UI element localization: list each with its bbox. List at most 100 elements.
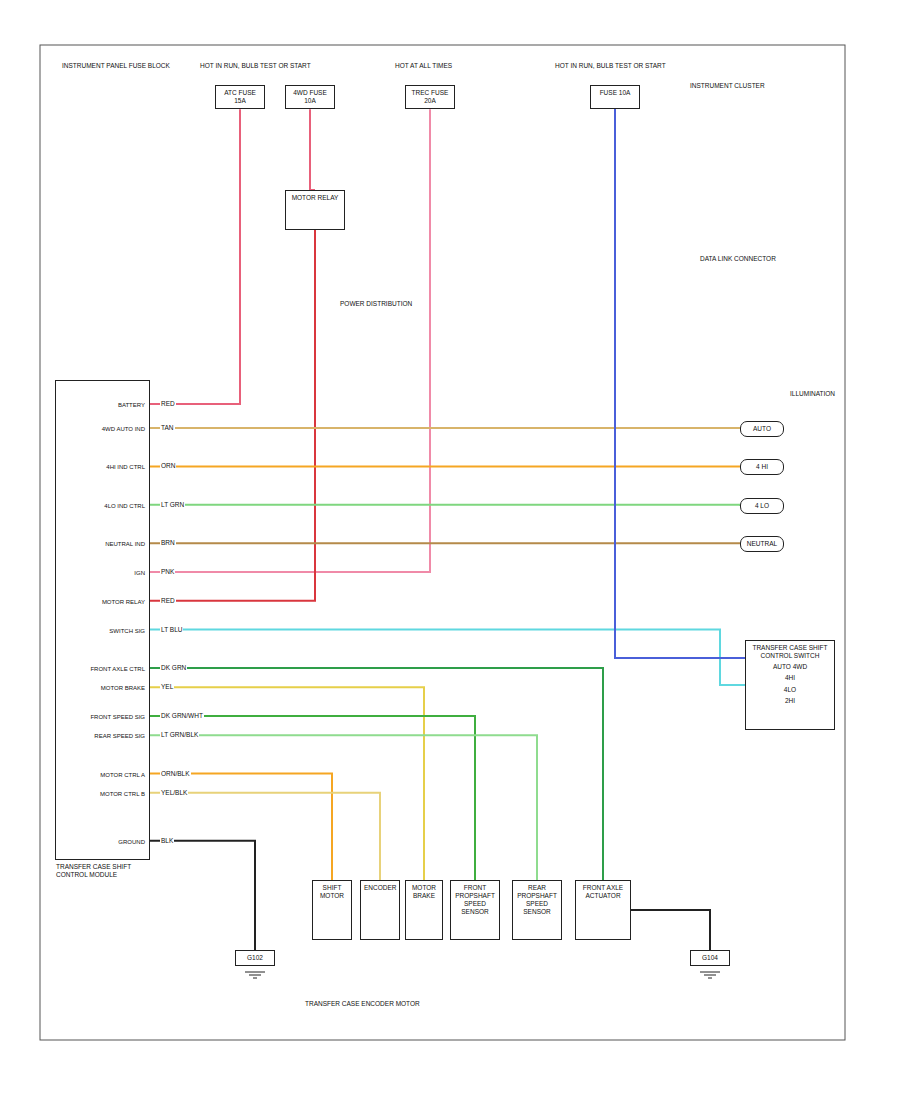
- frame-border: [40, 45, 845, 1040]
- node-text: 2HI: [749, 697, 831, 705]
- wire-color: RED: [160, 400, 176, 408]
- wire-color: ORN/BLK: [160, 770, 191, 778]
- node-title: FRONT AXLE ACTUATOR: [579, 884, 627, 900]
- node-text: AUTO 4WD: [749, 663, 831, 671]
- wire-color: LT GRN: [160, 501, 185, 509]
- indicator-lamp: NEUTRAL: [740, 536, 784, 552]
- node-title: 4WD FUSE 10A: [289, 89, 331, 105]
- wire: [150, 465, 740, 468]
- wire: [150, 716, 475, 880]
- wire: [310, 109, 315, 190]
- pin-name: MOTOR RELAY: [102, 598, 145, 606]
- note-label: TRANSFER CASE ENCODER MOTOR: [305, 1000, 420, 1008]
- node-title: MOTOR RELAY: [289, 194, 341, 202]
- wire: [150, 793, 380, 880]
- wire-color: DK GRN: [160, 664, 187, 672]
- fuse: 4WD FUSE 10A: [285, 85, 335, 109]
- sensor-box: REAR PROPSHAFT SPEED SENSOR: [512, 880, 562, 940]
- node-title: TRANSFER CASE SHIFT CONTROL MODULE: [56, 863, 149, 879]
- ground-symbols: [245, 972, 720, 978]
- note-label: HOT IN RUN, BULB TEST OR START: [200, 62, 311, 70]
- node-title: FUSE 10A: [594, 89, 636, 97]
- pin-name: GROUND: [118, 838, 145, 846]
- wire: [150, 668, 603, 880]
- node-title: G102: [239, 954, 271, 962]
- node-title: SHIFT MOTOR: [316, 884, 348, 900]
- indicator-lamp: 4 LO: [740, 498, 784, 514]
- wire: [150, 230, 315, 601]
- pin-name: NEUTRAL IND: [105, 540, 145, 548]
- node-title: 4 LO: [744, 502, 780, 510]
- pin-name: 4LO IND CTRL: [104, 502, 145, 510]
- fuse: ATC FUSE 15A: [215, 85, 265, 109]
- note-label: ILLUMINATION: [790, 390, 835, 398]
- pin-name: MOTOR CTRL A: [100, 771, 145, 779]
- brake-box: MOTOR BRAKE: [405, 880, 443, 940]
- wire: [150, 841, 255, 950]
- indicator-lamp: 4 HI: [740, 459, 784, 475]
- fuse: TREC FUSE 20A: [405, 85, 455, 109]
- encoder-box: ENCODER: [360, 880, 400, 940]
- node-title: G104: [694, 954, 726, 962]
- note-label: INSTRUMENT PANEL FUSE BLOCK: [62, 62, 170, 70]
- wire-color: BRN: [160, 539, 176, 547]
- wire-color: BLK: [160, 837, 174, 845]
- node-title: REAR PROPSHAFT SPEED SENSOR: [516, 884, 558, 917]
- pin-name: 4WD AUTO IND: [102, 425, 145, 433]
- pin-name: MOTOR BRAKE: [101, 684, 145, 692]
- wire: [150, 774, 332, 880]
- wire: [150, 428, 740, 429]
- wire-color: ORN: [160, 462, 176, 470]
- pin-name: SWITCH SIG: [109, 627, 145, 635]
- indicator-lamp: AUTO: [740, 421, 784, 437]
- node-text: 4LO: [749, 686, 831, 694]
- node-title: FRONT PROPSHAFT SPEED SENSOR: [454, 884, 496, 917]
- wire: [150, 109, 430, 572]
- node-title: MOTOR BRAKE: [409, 884, 439, 900]
- note-label: HOT AT ALL TIMES: [395, 62, 452, 70]
- note-label: POWER DISTRIBUTION: [340, 300, 412, 308]
- motor-box: SHIFT MOTOR: [312, 880, 352, 940]
- node-text: 4HI: [749, 674, 831, 682]
- pin-name: FRONT AXLE CTRL: [90, 665, 145, 673]
- control-module: TRANSFER CASE SHIFT CONTROL MODULEBATTER…: [55, 380, 150, 860]
- wire: [615, 109, 745, 658]
- node-title: NEUTRAL: [744, 540, 780, 548]
- node-title: 4 HI: [744, 463, 780, 471]
- note-label: HOT IN RUN, BULB TEST OR START: [555, 62, 666, 70]
- pin-name: MOTOR CTRL B: [100, 790, 145, 798]
- node-title: ATC FUSE 15A: [219, 89, 261, 105]
- pin-name: BATTERY: [118, 401, 145, 409]
- wire: [631, 910, 710, 950]
- actuator-box: FRONT AXLE ACTUATOR: [575, 880, 631, 940]
- sensor-box: FRONT PROPSHAFT SPEED SENSOR: [450, 880, 500, 940]
- node-title: TRANSFER CASE SHIFT CONTROL SWITCH: [749, 644, 831, 660]
- node-title: ENCODER: [364, 884, 396, 892]
- node-title: AUTO: [744, 425, 780, 433]
- wire-color: YEL: [160, 683, 174, 691]
- wire-color: RED: [160, 597, 176, 605]
- wire-color: LT GRN/BLK: [160, 731, 199, 739]
- wire-color: DK GRN/WHT: [160, 712, 204, 720]
- wire: [150, 542, 740, 545]
- fuse: FUSE 10A: [590, 85, 640, 109]
- wire-color: PNK: [160, 568, 175, 576]
- note-label: INSTRUMENT CLUSTER: [690, 82, 765, 90]
- pin-name: REAR SPEED SIG: [94, 732, 145, 740]
- node-title: TREC FUSE 20A: [409, 89, 451, 105]
- ground-point: G102: [235, 950, 275, 966]
- pin-name: FRONT SPEED SIG: [90, 713, 145, 721]
- pin-name: 4HI IND CTRL: [106, 463, 145, 471]
- wire-color: YEL/BLK: [160, 789, 188, 797]
- wire-color: TAN: [160, 424, 175, 432]
- relay-box: MOTOR RELAY: [285, 190, 345, 230]
- wire-color: LT BLU: [160, 626, 183, 634]
- wire: [150, 109, 240, 404]
- note-label: DATA LINK CONNECTOR: [700, 255, 776, 263]
- wire: [150, 505, 740, 506]
- switch-box: TRANSFER CASE SHIFT CONTROL SWITCH AUTO 4…: [745, 640, 835, 730]
- ground-point: G104: [690, 950, 730, 966]
- wire: [150, 735, 537, 880]
- pin-name: IGN: [134, 569, 145, 577]
